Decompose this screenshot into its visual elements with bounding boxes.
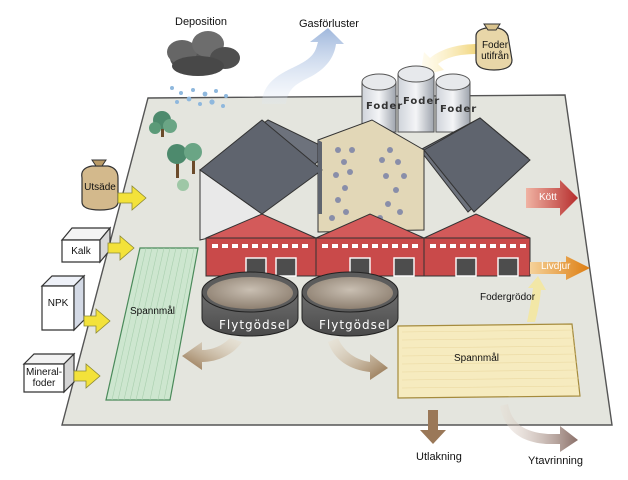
npk-carton-icon xyxy=(40,274,86,332)
slurry-tank-left xyxy=(201,271,299,337)
meat-export-arrow xyxy=(526,180,578,216)
slurry-tank-right xyxy=(301,271,399,337)
silo-label-3: Foder xyxy=(440,104,478,115)
deposition-label: Deposition xyxy=(175,16,227,28)
grain-right-label: Spannmål xyxy=(454,353,500,364)
grain-field-left xyxy=(105,247,199,401)
feed-import-label-line1: Foder xyxy=(481,40,509,51)
leaching-label: Utlakning xyxy=(416,451,462,463)
input-arrows xyxy=(73,185,147,389)
runoff-arrow xyxy=(500,404,578,452)
cloud-icon xyxy=(167,31,240,76)
seed-label: Utsäde xyxy=(84,182,116,193)
silo-label-1: Foder xyxy=(366,101,404,112)
mineral-feed-box-icon xyxy=(22,352,76,394)
rain-drops-icon xyxy=(170,86,228,108)
feed-import-label: Foder utifrån xyxy=(479,40,511,62)
mineral-feed-label-line2: foder xyxy=(32,378,56,389)
silo-label-2: Foder xyxy=(403,96,441,107)
feed-import-label-line2: utifrån xyxy=(481,51,509,62)
manure-to-left-field-arrow xyxy=(182,338,242,370)
livestock-label: Livdjur xyxy=(541,261,571,272)
mineral-feed-label-line1: Mineral- xyxy=(25,367,63,378)
gas-loss-arrow xyxy=(262,28,344,104)
fodder-crops-label: Fodergrödor xyxy=(480,292,536,303)
trees-cluster-top xyxy=(149,111,177,137)
barn xyxy=(199,117,531,277)
fodder-crops-arrow xyxy=(527,276,546,322)
livestock-export-arrow xyxy=(530,256,590,280)
grain-left-label: Spannmål xyxy=(130,306,176,317)
runoff-label: Ytavrinning xyxy=(528,455,584,467)
seed-bag-icon xyxy=(81,159,119,211)
slurry-label-left: Flytgödsel xyxy=(219,318,291,332)
mineral-feed-label: Mineral- foder xyxy=(24,367,64,389)
gas-losses-label: Gasförluster xyxy=(299,18,359,30)
slurry-label-right: Flytgödsel xyxy=(319,318,391,332)
meat-label: Kött xyxy=(539,192,557,203)
feed-silos xyxy=(361,65,471,133)
manure-to-right-field-arrow xyxy=(328,338,388,380)
feed-bag-icon xyxy=(475,23,513,71)
trees-cluster-bottom xyxy=(167,143,202,191)
leaching-arrow xyxy=(420,410,446,444)
feed-import-arrow xyxy=(420,44,478,76)
lime-box-icon xyxy=(60,226,112,264)
npk-label: NPK xyxy=(47,298,69,309)
lime-label: Kalk xyxy=(71,246,91,257)
